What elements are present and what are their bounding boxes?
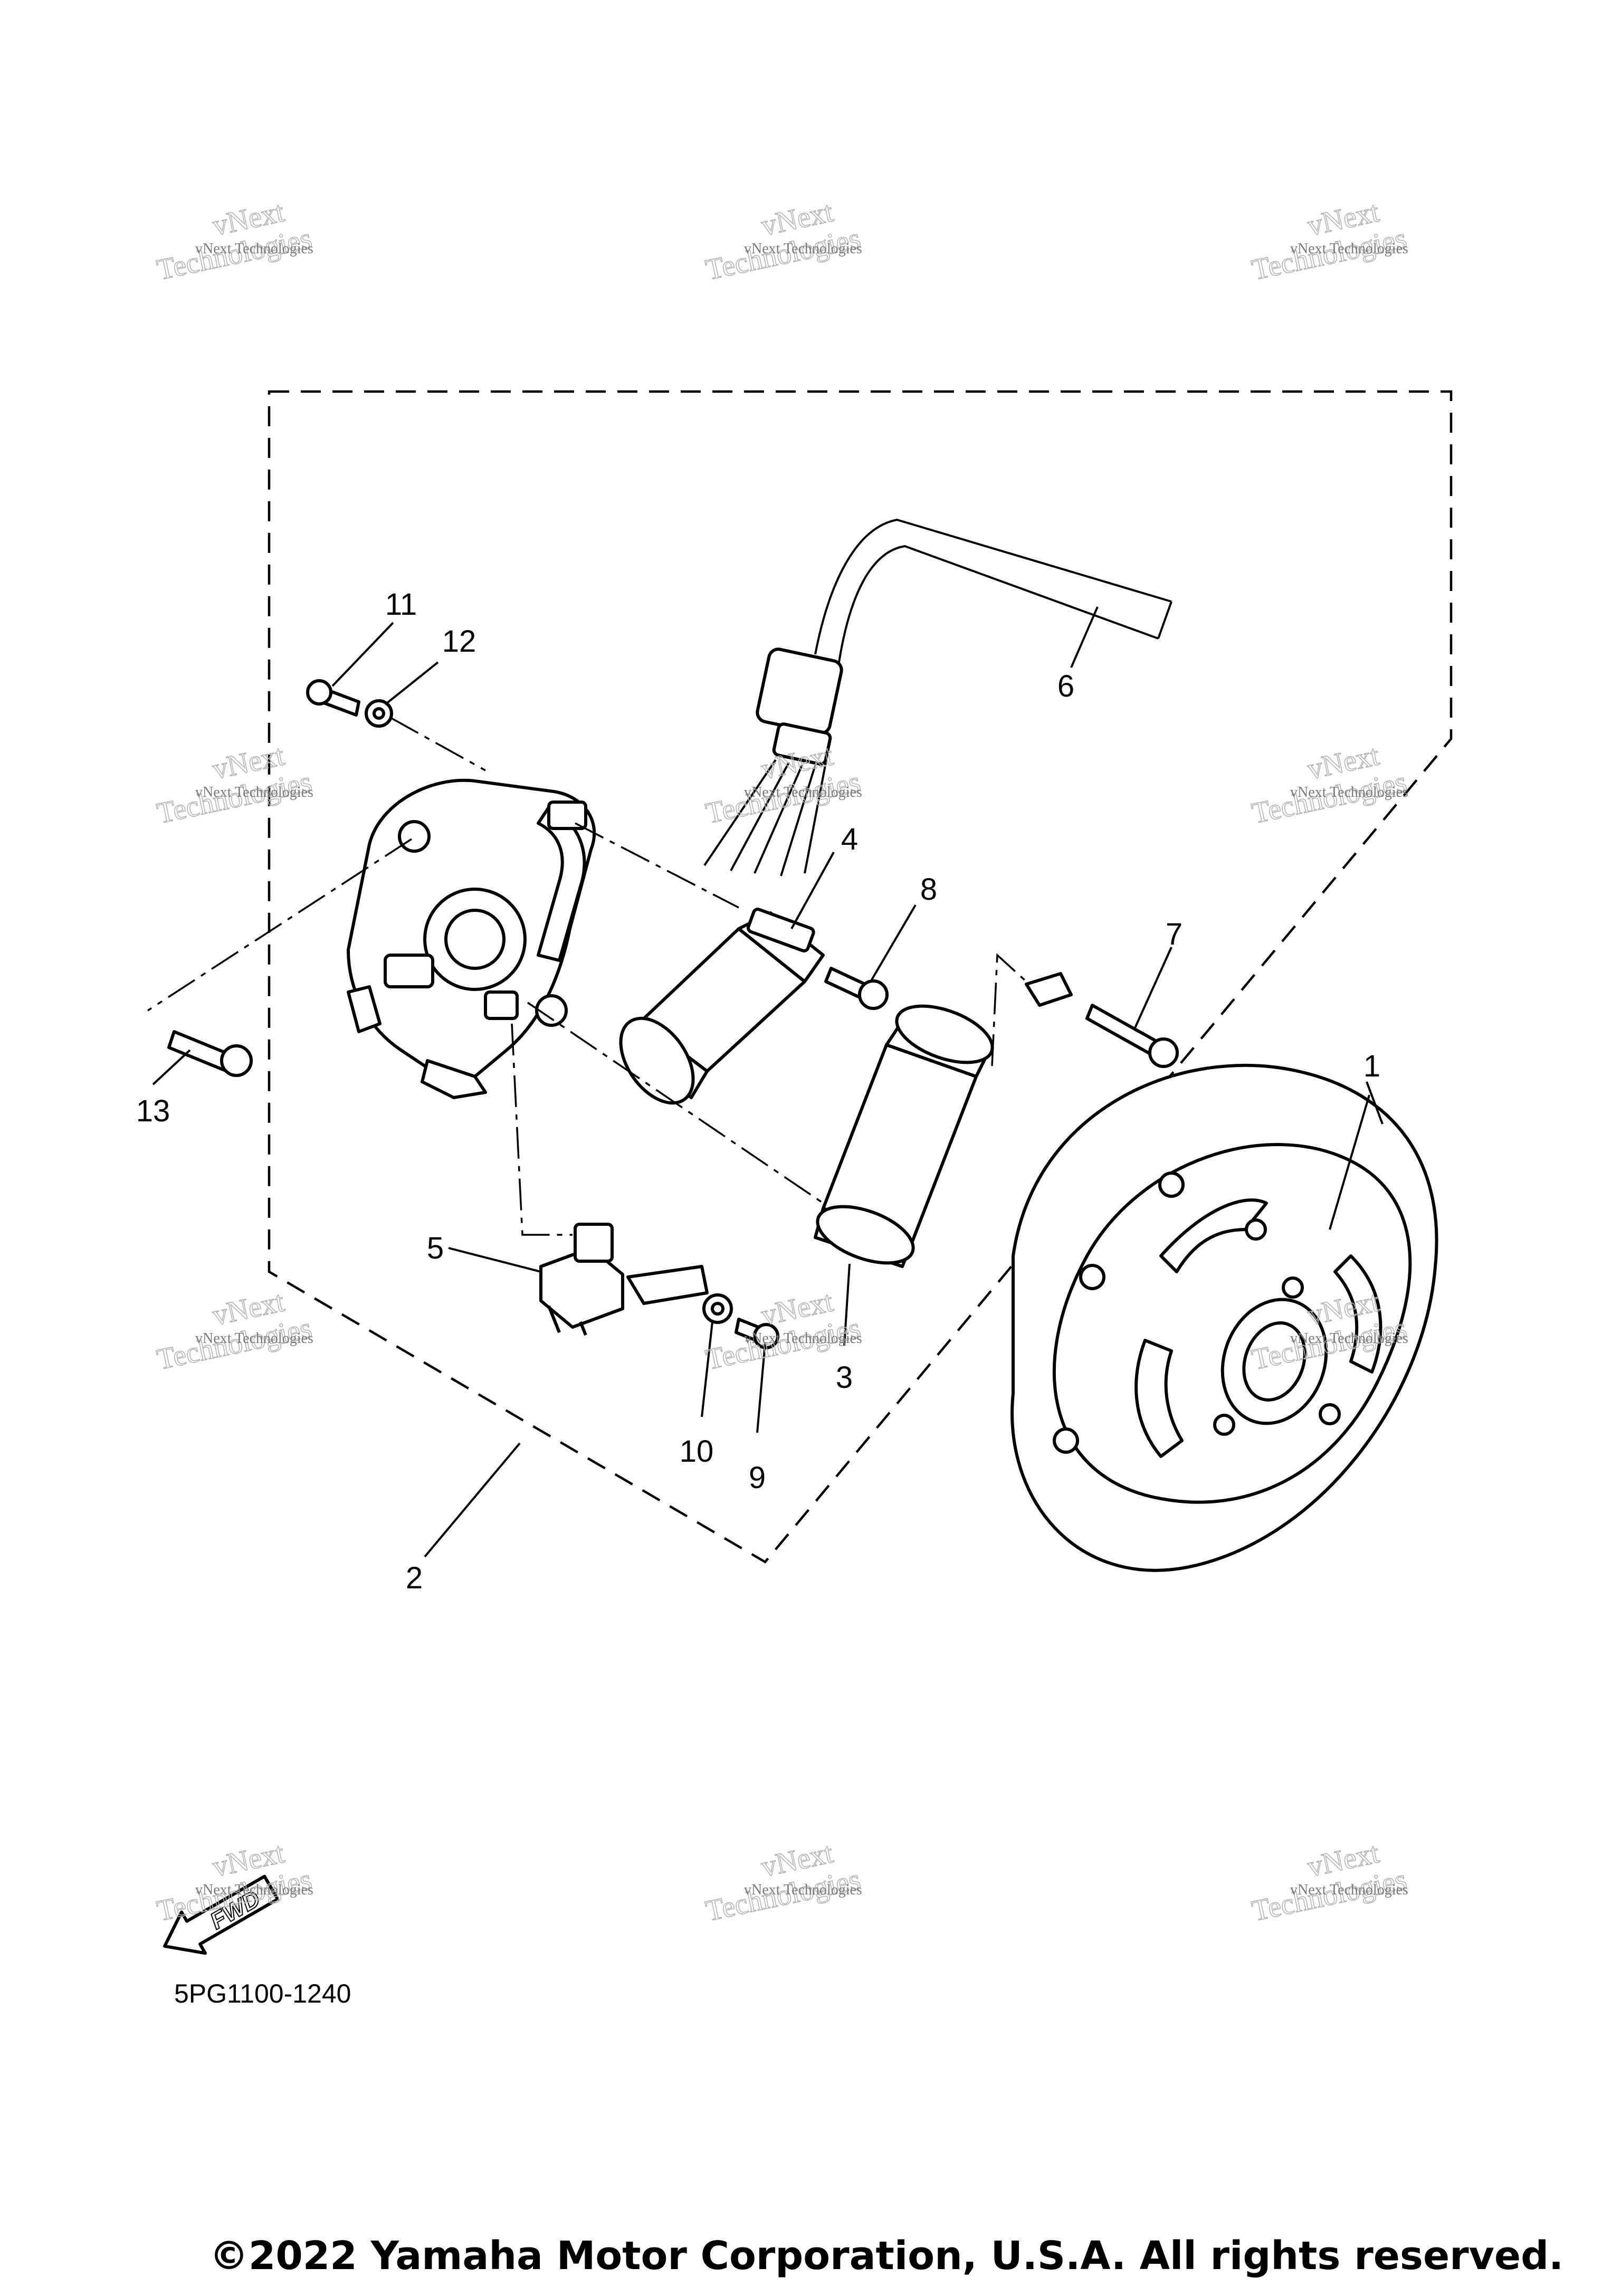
svg-text:vNext Technologies: vNext Technologies [1290, 1330, 1408, 1347]
watermarks: vNext Technologies vNext Technologies vN… [154, 195, 1410, 1928]
svg-text:vNext Technologies: vNext Technologies [1290, 241, 1408, 257]
assembly-centre-lines [147, 717, 1027, 1236]
diagram-code: 5PG1100-1240 [174, 1979, 351, 2008]
stator-base-plate [347, 778, 596, 1099]
watermark: vNext Technologies vNext Technologies [702, 1836, 864, 1928]
svg-text:vNext Technologies: vNext Technologies [195, 1882, 313, 1898]
svg-text:vNext Technologies: vNext Technologies [744, 1882, 862, 1898]
callout-9: 9 [749, 1461, 766, 1495]
source-coil-part-3 [814, 1004, 994, 1268]
callout-4: 4 [841, 822, 858, 856]
callout-10: 10 [680, 1434, 714, 1469]
svg-text:vNext Technologies: vNext Technologies [1290, 1882, 1408, 1898]
svg-text:vNext Technologies: vNext Technologies [744, 784, 862, 801]
callout-3: 3 [836, 1360, 853, 1395]
watermark: vNext Technologies vNext Technologies [702, 738, 864, 831]
wire-harness-part-6 [703, 518, 1172, 877]
watermark: vNext Technologies vNext Technologies [1248, 195, 1410, 287]
callout-11: 11 [385, 587, 417, 622]
svg-text:vNext Technologies: vNext Technologies [195, 1330, 313, 1347]
svg-text:vNext Technologies: vNext Technologies [195, 241, 313, 257]
watermark: vNext Technologies vNext Technologies [702, 195, 864, 287]
svg-text:vNext Technologies: vNext Technologies [195, 784, 313, 801]
callout-8: 8 [920, 872, 937, 907]
watermark: vNext Technologies vNext Technologies [154, 1284, 315, 1377]
callout-13: 13 [136, 1094, 170, 1128]
callout-2: 2 [406, 1561, 423, 1595]
watermark: vNext Technologies vNext Technologies [154, 195, 315, 287]
watermark: vNext Technologies vNext Technologies [154, 738, 315, 831]
pulser-coil-part-5 [539, 1223, 709, 1336]
callout-labels: 1 2 3 4 5 6 7 8 9 10 11 12 13 [136, 587, 1380, 1595]
lighting-coil-part-4 [619, 908, 825, 1105]
flywheel-rotor-part-1 [1010, 1063, 1438, 1572]
fasteners [167, 679, 1179, 1349]
callout-5: 5 [427, 1231, 444, 1265]
callout-7: 7 [1166, 917, 1183, 951]
leader-lines [152, 606, 1384, 1558]
svg-text:vNext Technologies: vNext Technologies [744, 241, 862, 257]
callout-6: 6 [1057, 669, 1074, 703]
svg-text:vNext Technologies: vNext Technologies [744, 1330, 862, 1347]
callout-1: 1 [1363, 1049, 1380, 1083]
watermark: vNext Technologies vNext Technologies [1248, 1836, 1410, 1928]
svg-text:vNext Technologies: vNext Technologies [1290, 784, 1408, 801]
copyright-notice: ©2022 Yamaha Motor Corporation, U.S.A. A… [209, 2233, 1563, 2279]
callout-12: 12 [442, 624, 476, 659]
